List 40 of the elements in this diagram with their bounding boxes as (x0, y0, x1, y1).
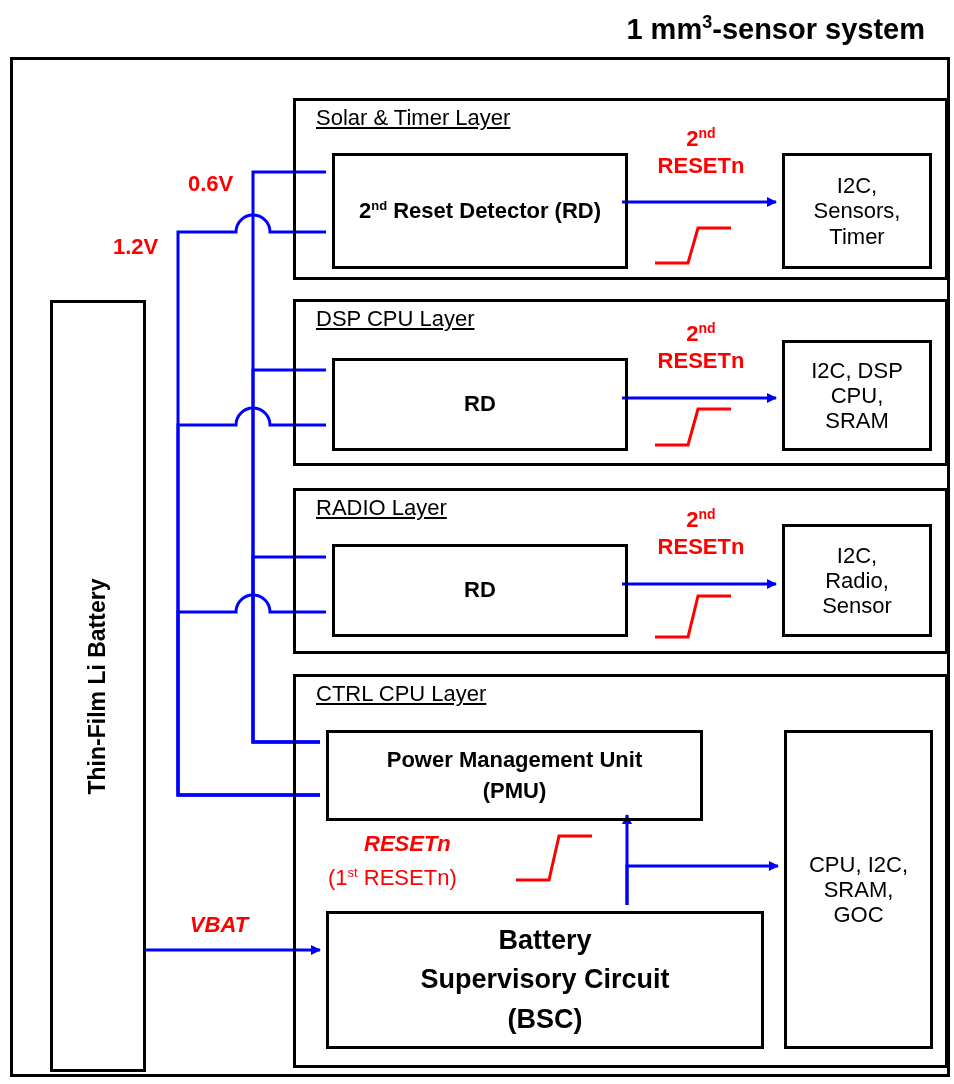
layer-title: DSP CPU Layer (316, 306, 475, 332)
block-box (782, 153, 932, 269)
layer-title: CTRL CPU Layer (316, 681, 487, 707)
arrow (625, 861, 779, 905)
arrow (622, 197, 777, 207)
voltage-label: 1.2V (113, 235, 159, 260)
block-label: I2C, Sensors, Timer (812, 173, 902, 249)
layer-box (293, 299, 948, 466)
voltage-label: 0.6V (188, 172, 234, 197)
block-label: RD (464, 576, 496, 605)
block-label: CPU, I2C, SRAM, GOC (808, 851, 909, 928)
layer-title: Solar & Timer Layer (316, 105, 511, 131)
layer-box (293, 488, 948, 654)
block-label: RD (464, 390, 496, 419)
reset-detector-box (332, 358, 628, 451)
block-label: Power Management Unit (PMU) (385, 745, 644, 805)
block-label: 2$^{nd}$ Reset Detector (RD) (358, 196, 602, 225)
arrow (622, 579, 777, 589)
arrow (143, 945, 321, 955)
layer-box (293, 98, 948, 280)
signal-label: RESETn (364, 832, 451, 857)
reset-detector-box (332, 544, 628, 637)
block-label: I2C, DSP CPU, SRAM (810, 357, 904, 434)
battery-box (50, 300, 146, 1072)
block-box (782, 340, 932, 451)
system-title: 1 mm$^{3}$-sensor system (626, 12, 925, 46)
power-line (176, 593, 326, 797)
arrow (622, 393, 777, 403)
signal-label: (1$^{st}$ RESETn) (328, 866, 457, 891)
battery-label: Thin-Film Li Battery (84, 578, 112, 794)
block-box (782, 524, 932, 637)
layer-box (293, 674, 948, 1068)
pmu-box (326, 730, 703, 821)
bsc-box (326, 911, 764, 1049)
layer-title: RADIO Layer (316, 495, 447, 521)
power-line (251, 555, 326, 744)
block-box (784, 730, 933, 1049)
block-label: I2C, Radio, Sensor (821, 542, 893, 619)
reset-detector-box (332, 153, 628, 269)
block-label: Battery Supervisory Circuit (BSC) (420, 924, 670, 1036)
